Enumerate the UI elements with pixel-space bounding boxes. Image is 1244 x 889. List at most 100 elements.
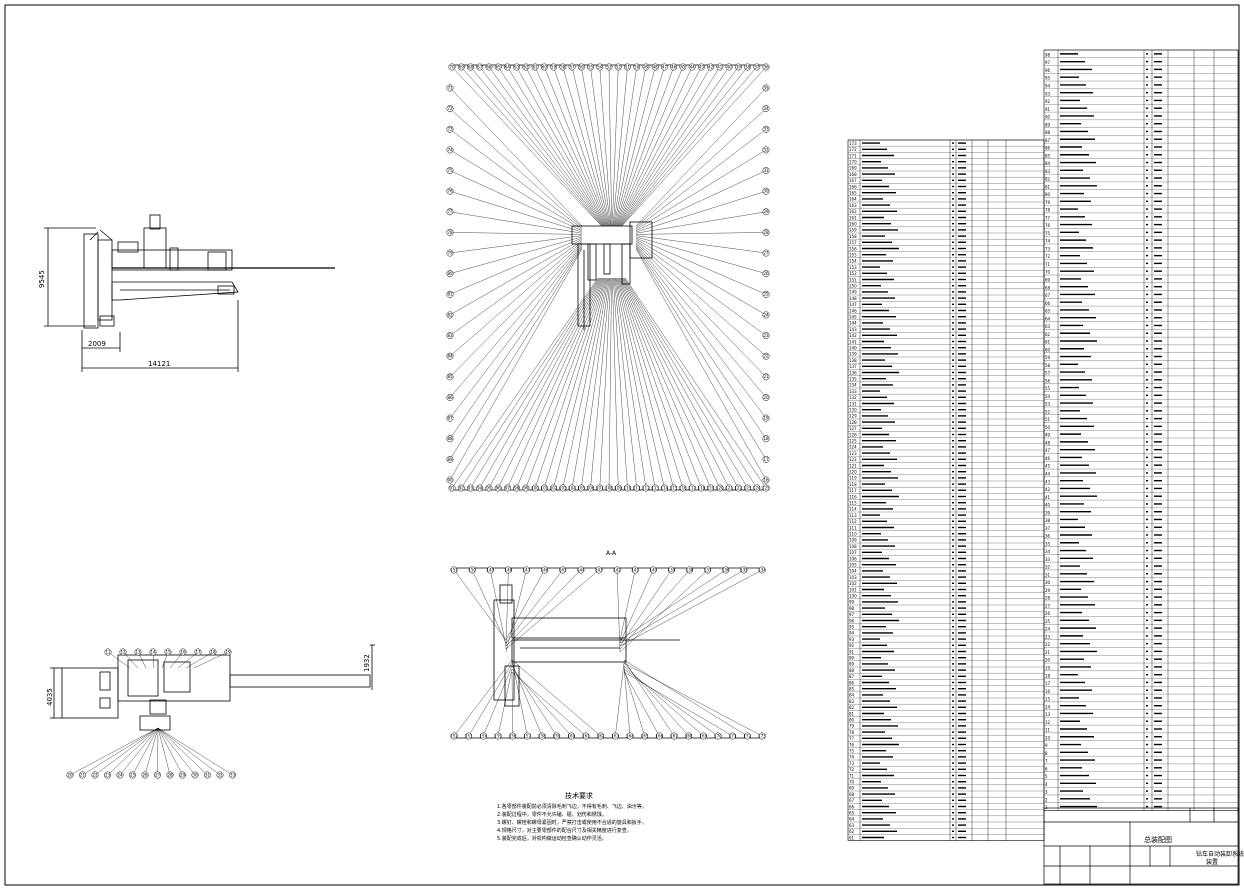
balloon-number: 20 <box>67 772 73 777</box>
balloon-number: 35 <box>763 85 769 90</box>
bom-item-number: 82 <box>849 705 855 710</box>
bom-item-number: 104 <box>849 569 857 574</box>
part-balloon: 17 <box>194 648 202 656</box>
part-balloon: 172 <box>744 732 752 740</box>
bom-item-number: 67 <box>849 798 855 803</box>
balloon-number: 125 <box>762 485 770 490</box>
balloon-number: 22 <box>92 772 98 777</box>
bom-item-number: 153 <box>849 265 857 270</box>
bom-item-number: 90 <box>1045 115 1051 120</box>
bom-item-number: 118 <box>849 482 857 487</box>
leader-line <box>617 66 702 227</box>
part-balloon: 123 <box>744 484 752 492</box>
bom-item-number: 41 <box>1045 495 1051 500</box>
part-balloon: 87 <box>446 414 454 422</box>
balloon-number: 146 <box>541 567 549 572</box>
balloon-number: 60 <box>542 64 548 69</box>
leader-line <box>599 66 612 227</box>
part-balloon: 137 <box>704 566 712 574</box>
section-leader-lines <box>453 569 763 737</box>
balloon-number: 104 <box>568 485 576 490</box>
bom-item-number: 145 <box>849 315 857 320</box>
balloon-number: 64 <box>505 64 511 69</box>
leader-line <box>511 671 587 737</box>
bom-item-number: 148 <box>849 296 857 301</box>
leader-line <box>451 66 602 227</box>
bom-item-number: 149 <box>849 290 857 295</box>
balloon-number: 32 <box>217 772 223 777</box>
part-balloon: 13 <box>134 648 142 656</box>
part-balloon: 53 <box>605 63 613 71</box>
leader-line <box>618 66 720 227</box>
balloon-number: 48 <box>653 64 659 69</box>
bom-item-number: 77 <box>1045 215 1051 220</box>
part-balloon: 111 <box>633 484 641 492</box>
balloon-number: 88 <box>447 436 453 441</box>
part-balloon: 98 <box>513 484 521 492</box>
bom-item-number: 172 <box>849 147 857 152</box>
bom-item-number: 112 <box>849 519 857 524</box>
bom-item-number: 163 <box>849 203 857 208</box>
leader-line <box>623 668 645 737</box>
bom-item-number: 123 <box>849 451 857 456</box>
bom-item-number: 58 <box>1045 363 1051 368</box>
leader-line <box>623 662 763 737</box>
part-balloon: 55 <box>587 63 594 71</box>
bom-item-number: 110 <box>849 532 857 537</box>
part-balloon: 33 <box>762 125 770 133</box>
balloon-number: 167 <box>670 733 678 738</box>
leader-line <box>497 668 513 737</box>
leader-line <box>635 248 767 481</box>
balloon-number: 149 <box>486 567 494 572</box>
part-balloon: 28 <box>762 228 770 236</box>
part-balloon: 25 <box>762 290 770 298</box>
leader-line <box>479 66 604 227</box>
leader-line <box>612 66 619 227</box>
leader-line <box>157 727 196 776</box>
part-balloon: 35 <box>762 84 770 92</box>
leader-line <box>635 245 767 419</box>
part-balloon: 31 <box>204 771 211 779</box>
bom-item-number: 66 <box>1045 301 1051 306</box>
balloon-number: 70 <box>449 64 455 69</box>
bom-table-right: 9897969594939291908988878685848382818079… <box>1043 49 1239 811</box>
leader-line <box>449 87 583 227</box>
part-balloon: 23 <box>104 771 111 779</box>
bom-item-number: 57 <box>1045 371 1051 376</box>
bom-item-number: 54 <box>1045 394 1051 399</box>
tech-note-2: 2.装配过程中，零件不允许磕、碰、划伤和锈蚀。 <box>497 811 607 818</box>
part-balloon: 116 <box>679 484 687 492</box>
balloon-number: 29 <box>180 772 186 777</box>
balloon-number: 169 <box>700 733 708 738</box>
leader-line <box>613 66 637 227</box>
part-balloon: 143 <box>595 566 603 574</box>
bom-item-number: 33 <box>1045 557 1051 562</box>
bom-item-number: 68 <box>849 792 855 797</box>
bom-item-number: 99 <box>849 600 855 605</box>
leader-line <box>616 277 665 489</box>
balloon-number: 140 <box>649 567 657 572</box>
balloon-number: 138 <box>686 567 694 572</box>
balloon-number: 100 <box>531 485 539 490</box>
bom-item-number: 8 <box>1045 751 1048 756</box>
leader-line <box>449 239 583 316</box>
leader-line <box>635 241 767 357</box>
leader-line <box>511 659 528 737</box>
part-balloon: 16 <box>179 648 187 656</box>
balloon-number: 53 <box>606 64 612 69</box>
bom-item-number: 88 <box>849 668 855 673</box>
part-balloon: 91 <box>448 484 456 492</box>
bom-item-number: 86 <box>849 680 855 685</box>
leader-line <box>544 277 607 489</box>
leader-line <box>619 277 702 489</box>
leader-line <box>479 277 601 489</box>
part-balloon: 103 <box>559 484 567 492</box>
part-balloon: 169 <box>700 732 708 740</box>
leader-line <box>157 727 208 776</box>
leader-line <box>599 277 611 489</box>
leader-line <box>498 277 603 489</box>
leader-line <box>157 727 183 776</box>
part-balloon: 151 <box>450 566 458 574</box>
leader-line <box>449 129 583 229</box>
